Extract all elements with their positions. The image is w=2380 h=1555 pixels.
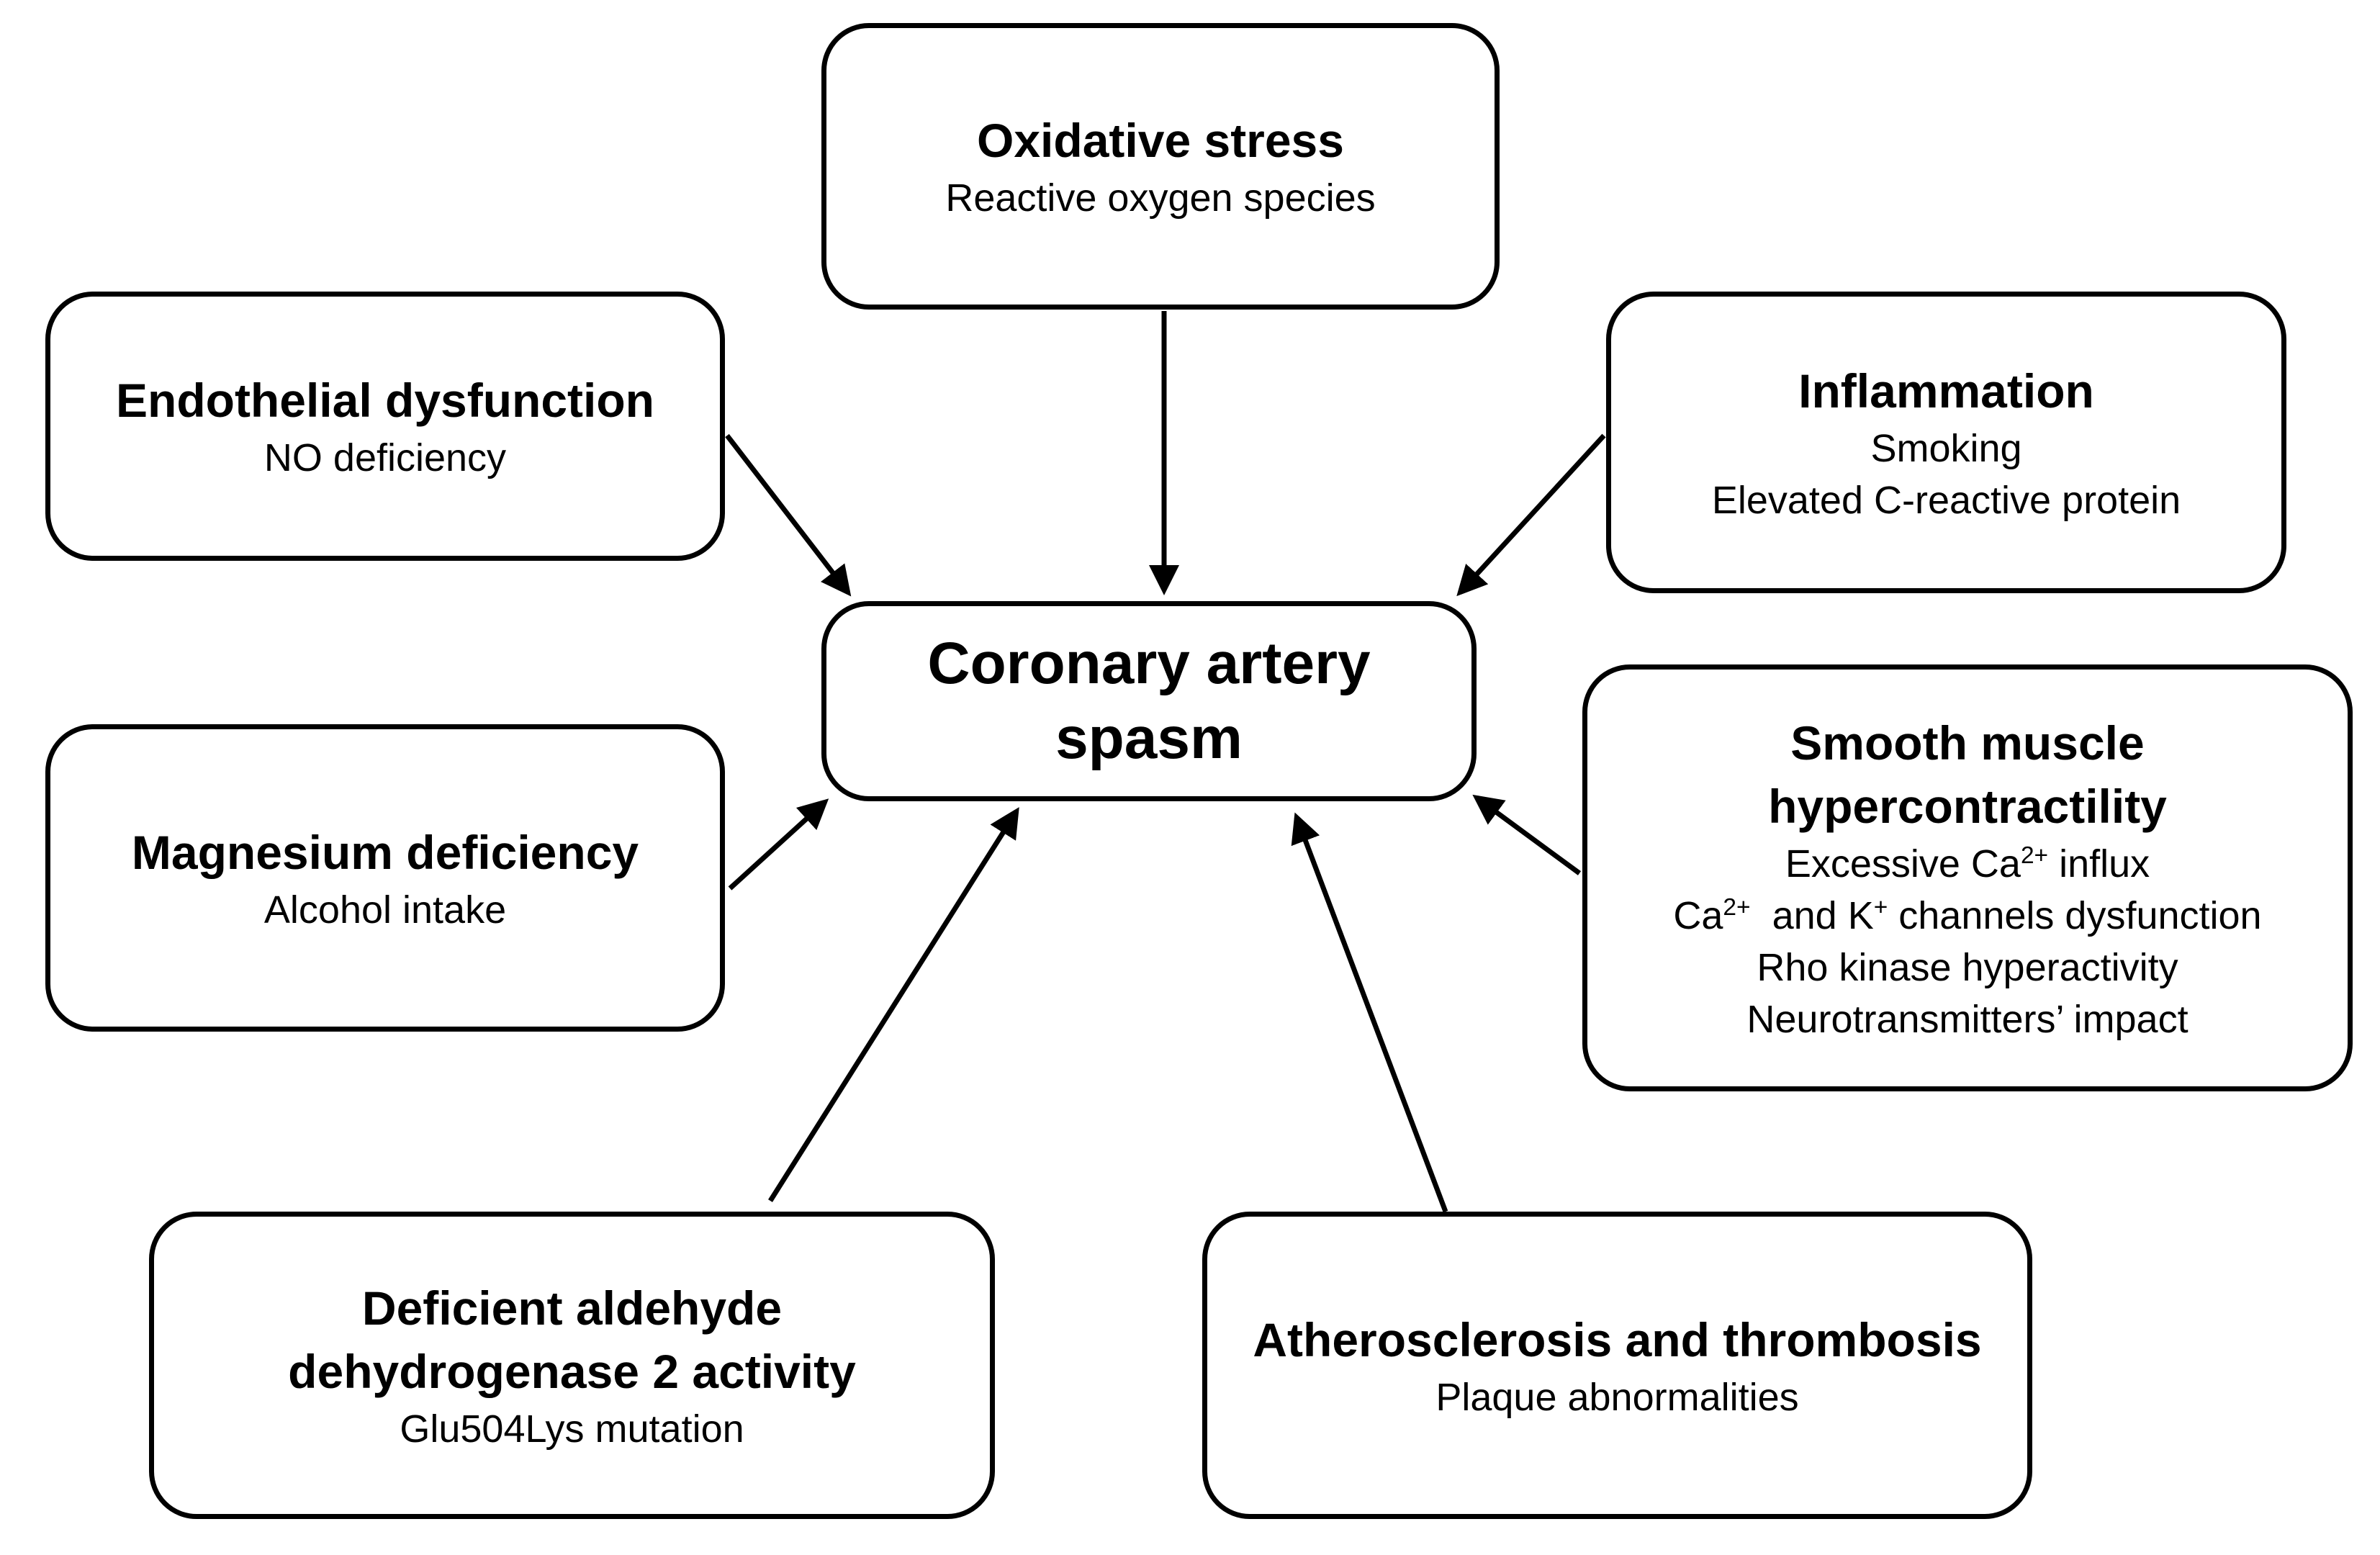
arrow-atherosclerosis-to-spasm — [1291, 812, 1448, 1213]
smooth-muscle-title-line2: hypercontractility — [1768, 779, 2167, 833]
atherosclerosis-box: Atherosclerosis and thrombosis Plaque ab… — [1202, 1212, 2032, 1519]
channels-calcium-superscript: 2+ — [1723, 893, 1751, 921]
channels-mid: and K — [1750, 893, 1874, 937]
inflammation-title: Inflammation — [1798, 364, 2094, 418]
calcium-superscript: 2+ — [2020, 842, 2049, 869]
inflammation-detail-smoking: Smoking — [1870, 426, 2022, 470]
atherosclerosis-title: Atherosclerosis and thrombosis — [1253, 1312, 1982, 1366]
aldehyde-title-line2: dehydrogenase 2 activity — [288, 1344, 856, 1398]
endothelial-dysfunction-title: Endothelial dysfunction — [115, 374, 654, 427]
arrow-aldehyde-to-spasm — [768, 807, 1019, 1202]
center-title-line2: spasm — [1055, 706, 1243, 771]
aldehyde-title-line1: Deficient aldehyde — [361, 1281, 783, 1335]
arrow-endothelial-to-spasm — [725, 433, 852, 597]
aldehyde-dehydrogenase-box: Deficient aldehyde dehydrogenase 2 activ… — [149, 1212, 995, 1519]
aldehyde-detail: Glu504Lys mutation — [400, 1407, 744, 1451]
oxidative-stress-box: Oxidative stress Reactive oxygen species — [821, 23, 1500, 310]
endothelial-dysfunction-detail: NO deficiency — [263, 436, 507, 479]
smooth-muscle-title-line1: Smooth muscle — [1790, 716, 2145, 770]
atherosclerosis-detail: Plaque abnormalities — [1435, 1375, 1799, 1419]
magnesium-deficiency-title: Magnesium deficiency — [131, 825, 639, 879]
inflammation-detail-crp: Elevated C-reactive protein — [1711, 478, 2181, 522]
channels-post: channels dysfunction — [1888, 893, 2262, 937]
center-title-line1: Coronary artery — [927, 631, 1371, 696]
smooth-muscle-box: Smooth muscle hypercontractility Excessi… — [1582, 664, 2353, 1091]
calcium-influx-pre: Excessive Ca — [1785, 842, 2021, 885]
magnesium-deficiency-detail: Alcohol intake — [263, 888, 507, 932]
smooth-muscle-detail-neurotransmitters: Neurotransmitters’ impact — [1746, 997, 2189, 1041]
channels-pre: Ca — [1673, 893, 1723, 937]
smooth-muscle-detail-channels: Ca2+ and K+ channels dysfunction — [1673, 890, 2261, 942]
coronary-artery-spasm-box: Coronary artery spasm — [821, 601, 1477, 801]
endothelial-dysfunction-box: Endothelial dysfunction NO deficiency — [45, 292, 725, 561]
oxidative-stress-title: Oxidative stress — [977, 114, 1344, 167]
arrow-inflammation-to-spasm — [1456, 433, 1606, 597]
arrow-smooth-to-spasm — [1472, 794, 1582, 875]
smooth-muscle-detail-calcium-influx: Excessive Ca2+ influx — [1785, 838, 2150, 890]
arrow-magnesium-to-spasm — [728, 798, 829, 891]
channels-potassium-superscript: + — [1873, 893, 1888, 921]
inflammation-box: Inflammation Smoking Elevated C-reactive… — [1606, 292, 2286, 593]
magnesium-deficiency-box: Magnesium deficiency Alcohol intake — [45, 724, 725, 1032]
oxidative-stress-detail: Reactive oxygen species — [945, 176, 1376, 220]
calcium-influx-post: influx — [2048, 842, 2150, 885]
smooth-muscle-detail-rho-kinase: Rho kinase hyperactivity — [1757, 945, 2178, 989]
